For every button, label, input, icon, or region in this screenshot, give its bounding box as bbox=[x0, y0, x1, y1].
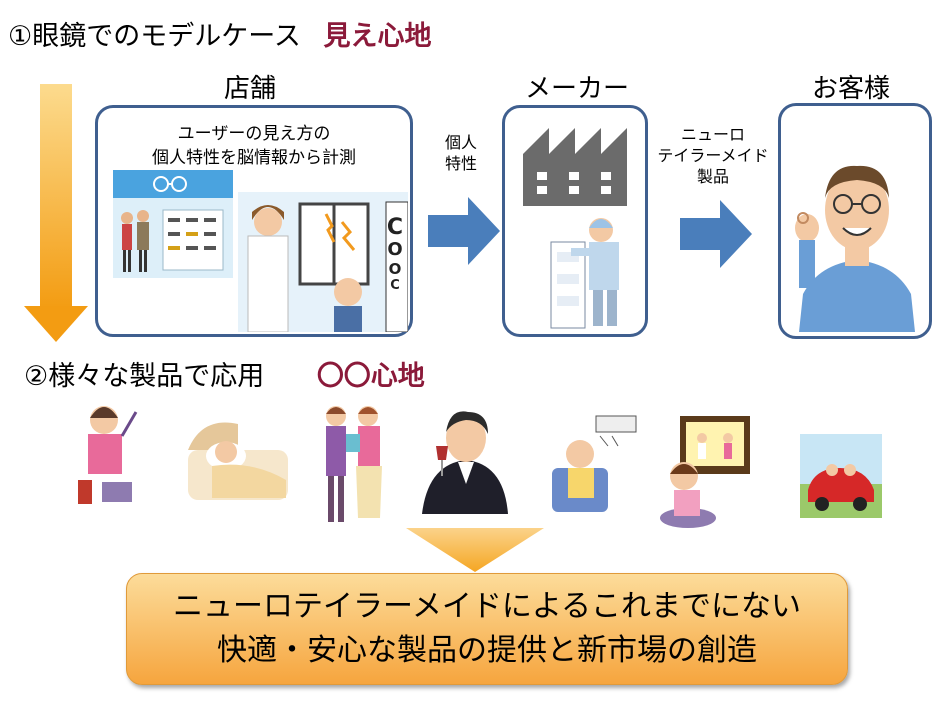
wine-tasting-illustration bbox=[422, 411, 508, 514]
result-line2: 快適・安心な製品の提供と新市場の創造 bbox=[217, 633, 757, 668]
store-box: ユーザーの見え方の 個人特性を脳情報から計測 C O O C bbox=[95, 105, 413, 337]
arrow2-label-line3: 製品 bbox=[696, 167, 729, 186]
maker-box bbox=[502, 105, 648, 337]
customer-box bbox=[778, 103, 932, 339]
vertical-down-arrow bbox=[24, 84, 88, 342]
maker-title: メーカー bbox=[524, 74, 629, 104]
store-box-line1: ユーザーの見え方の bbox=[177, 124, 331, 144]
air-conditioner-relax-illustration bbox=[552, 415, 637, 512]
arrow1-label: 個人 特性 bbox=[430, 132, 492, 174]
watching-tv-illustration bbox=[660, 416, 750, 528]
eye-chart-row4: C bbox=[390, 278, 400, 293]
section1-heading: ①眼鏡でのモデルケース 見え心地 bbox=[8, 14, 431, 53]
eye-chart-row1: C bbox=[386, 215, 404, 240]
section2-title: ②様々な製品で応用 bbox=[24, 361, 265, 392]
result-line1: ニューロテイラーメイドによるこれまでにない bbox=[173, 589, 801, 624]
result-box: ニューロテイラーメイドによるこれまでにない 快適・安心な製品の提供と新市場の創造 bbox=[126, 573, 848, 685]
eye-test-illustration bbox=[238, 192, 408, 332]
store-box-text: ユーザーの見え方の 個人特性を脳情報から計測 bbox=[98, 122, 410, 170]
section1-title: ①眼鏡でのモデルケース bbox=[8, 21, 301, 52]
happy-customer-illustration bbox=[795, 165, 915, 332]
eye-chart: C O O C bbox=[380, 216, 410, 294]
factory-worker-illustration bbox=[550, 218, 619, 329]
eye-chart-row3: O bbox=[388, 260, 402, 278]
optician-shop-illustration bbox=[113, 170, 233, 278]
eye-chart-row2: O bbox=[387, 239, 403, 260]
customer-title: お客様 bbox=[811, 74, 890, 104]
factory-icon bbox=[523, 128, 627, 206]
store-box-line2: 個人特性を脳情報から計測 bbox=[152, 148, 356, 168]
section1-accent: 見え心地 bbox=[323, 21, 432, 52]
car-drive-illustration bbox=[800, 434, 882, 518]
right-arrow-1 bbox=[428, 197, 500, 265]
shopping-women-illustration bbox=[326, 406, 382, 522]
section2-accent: 〇〇心地 bbox=[316, 361, 425, 392]
down-triangle-arrow bbox=[406, 528, 544, 572]
arrow2-label-line1: ニューロ bbox=[680, 125, 745, 144]
cosmetics-illustration bbox=[78, 406, 138, 504]
arrow1-label-line1: 個人 bbox=[444, 133, 477, 152]
arrow1-label-line2: 特性 bbox=[444, 154, 477, 173]
section2-heading: ②様々な製品で応用 〇〇心地 bbox=[24, 354, 425, 393]
arrow2-label: ニューロ テイラーメイド 製品 bbox=[650, 124, 776, 187]
store-title: 店舗 bbox=[223, 74, 276, 104]
arrow2-label-line2: テイラーメイド bbox=[657, 146, 769, 165]
sleeping-illustration bbox=[188, 422, 288, 500]
right-arrow-2 bbox=[680, 200, 752, 268]
